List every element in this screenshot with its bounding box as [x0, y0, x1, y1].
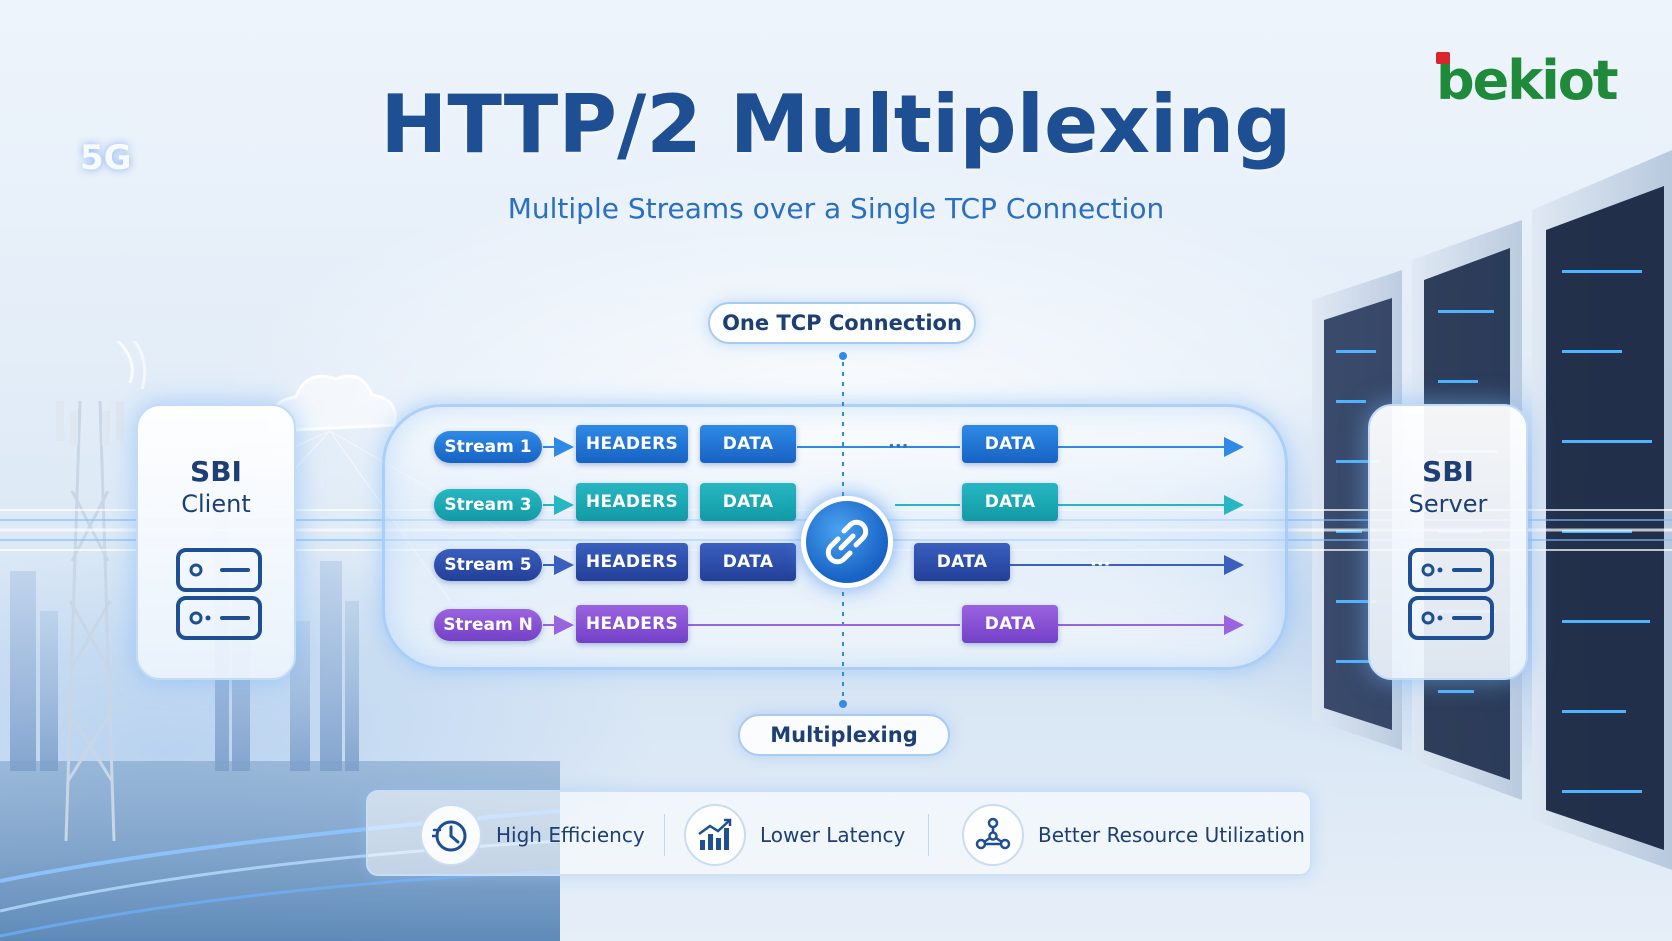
- stream-n-headers-frame: HEADERS: [576, 605, 688, 643]
- benefit-high-efficiency: High Efficiency: [420, 792, 645, 878]
- benefit-lower-latency: Lower Latency: [684, 792, 905, 878]
- stream-5-data-frame-2: DATA: [914, 543, 1010, 581]
- brand-logo: bekiot: [1436, 48, 1619, 114]
- server-title: SBI: [1422, 455, 1474, 488]
- stream-1-headers-frame: HEADERS: [576, 425, 688, 463]
- client-subtitle: Client: [181, 490, 251, 518]
- bar-chart-trend-icon: [698, 818, 732, 850]
- stream-3-data-frame-2: DATA: [962, 483, 1058, 521]
- multiplex-hub: [801, 496, 893, 588]
- stream-3-headers-frame: HEADERS: [576, 483, 688, 521]
- stream-3-label: Stream 3: [434, 489, 542, 521]
- page-title: HTTP/2 Multiplexing: [380, 78, 1292, 171]
- multiplexing-label: Multiplexing: [738, 714, 950, 756]
- page-subtitle: Multiple Streams over a Single TCP Conne…: [507, 192, 1165, 225]
- benefit-label: Better Resource Utilization: [1038, 823, 1305, 847]
- benefit-label: Lower Latency: [760, 823, 906, 847]
- clock-speed-icon: [432, 820, 467, 852]
- stream-n-data-frame: DATA: [962, 605, 1058, 643]
- stream-5-headers-frame: HEADERS: [576, 543, 688, 581]
- stream-1-label: Stream 1: [434, 431, 542, 463]
- 5g-badge: 5G: [80, 138, 132, 178]
- stream-5-ellipsis: ···: [1090, 554, 1111, 575]
- logo-text: bekiot: [1436, 49, 1619, 112]
- stream-5-label: Stream 5: [434, 549, 542, 581]
- stream-1-data-frame: DATA: [700, 425, 796, 463]
- stream-5-data-frame: DATA: [700, 543, 796, 581]
- server-subtitle: Server: [1408, 490, 1488, 518]
- server-icon: [1408, 548, 1494, 640]
- logo-accent-mark: [1436, 52, 1450, 64]
- benefit-resource-utilization: Better Resource Utilization: [962, 792, 1305, 878]
- sbi-server-panel: SBI Server: [1368, 404, 1528, 680]
- benefits-bar: High Efficiency Lower Latency: [366, 790, 1312, 876]
- stream-n-label: Stream N: [434, 609, 542, 641]
- link-icon: [825, 519, 869, 565]
- stream-1-ellipsis: ···: [888, 436, 909, 457]
- server-icon: [176, 548, 262, 640]
- sbi-client-panel: SBI Client: [136, 404, 296, 680]
- benefit-divider: [928, 814, 929, 856]
- tcp-connection-label: One TCP Connection: [708, 302, 976, 344]
- client-title: SBI: [190, 455, 242, 488]
- stream-3-data-frame: DATA: [700, 483, 796, 521]
- network-nodes-icon: [975, 817, 1011, 850]
- benefit-divider: [664, 814, 665, 856]
- stream-1-data-frame-2: DATA: [962, 425, 1058, 463]
- benefit-label: High Efficiency: [496, 823, 645, 847]
